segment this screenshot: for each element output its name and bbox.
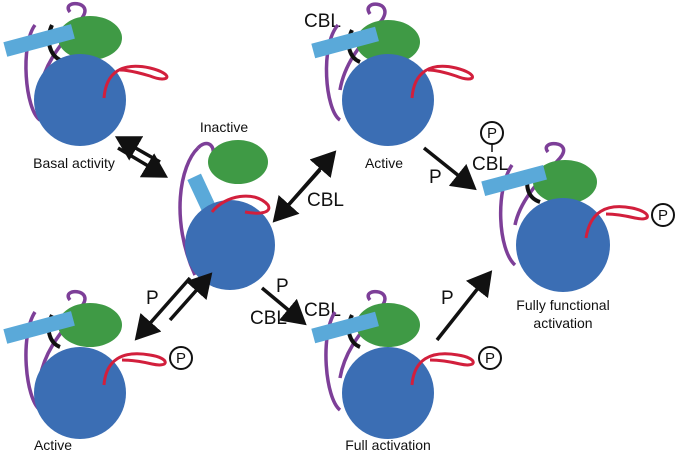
molecule-active-bottom: P Active <box>3 289 193 453</box>
light-blue-bar <box>311 311 379 344</box>
light-blue-bar <box>481 164 547 197</box>
molecule-basal: Basal activity <box>3 1 169 171</box>
molecule-active-top: CBL Active <box>304 2 474 171</box>
arrow-from-active-top <box>272 168 322 223</box>
cbl-arrow-label: CBL <box>250 308 287 329</box>
phospho-label: P <box>176 350 186 367</box>
label-active-bottom: Active <box>34 437 72 453</box>
purple-linker <box>513 141 566 226</box>
p-arrow-label: P <box>276 276 289 297</box>
p-arrow-label: P <box>441 288 454 309</box>
cbl-arrow-label: CBL <box>307 190 344 211</box>
arrow-labels: CBL P P P CBL P <box>146 167 454 329</box>
label-fully-functional-2: activation <box>533 315 592 331</box>
green-domain <box>58 303 122 347</box>
p-arrow-label: P <box>429 167 442 188</box>
red-loop <box>102 352 167 386</box>
phospho-circle <box>651 203 675 227</box>
blue-domain <box>185 200 275 290</box>
blue-domain <box>342 54 434 146</box>
light-blue-bar <box>3 24 75 57</box>
label-full-activation: Full activation <box>345 437 431 453</box>
arrows <box>114 136 493 342</box>
light-blue-bar <box>311 26 379 59</box>
phospho-circle <box>169 346 193 370</box>
label-active-top: Active <box>365 155 403 171</box>
blue-domain <box>516 198 610 292</box>
molecule-fully-functional: P CBL P Fully functional activation <box>472 121 675 331</box>
label-inactive: Inactive <box>200 119 248 135</box>
label-basal: Basal activity <box>33 155 115 171</box>
label-fully-functional-1: Fully functional <box>516 297 609 313</box>
molecule-inactive: Inactive <box>178 119 275 290</box>
red-loop <box>102 64 169 99</box>
phospho-label: P <box>485 350 495 367</box>
purple-linker <box>338 2 387 91</box>
arrow-to-inactive <box>117 146 169 178</box>
arrow-to-full-activation <box>260 286 307 326</box>
arrow-full-to-fully-functional <box>435 270 493 342</box>
green-domain <box>58 16 122 60</box>
green-domain <box>533 160 597 204</box>
red-loop <box>410 64 474 99</box>
arrow-from-active-bottom <box>168 272 213 322</box>
light-blue-bar <box>3 311 75 344</box>
phospho-circle <box>478 346 502 370</box>
arrow-active-to-fully-functional <box>422 146 477 191</box>
phospho-label: P <box>487 125 497 142</box>
p-arrow-label: P <box>146 288 159 309</box>
molecule-full-activation: CBL P Full activation <box>304 289 502 453</box>
blue-domain <box>342 347 434 439</box>
phospho-label: P <box>658 207 668 224</box>
red-loop <box>210 194 271 215</box>
cbl-label: CBL <box>472 154 509 175</box>
cbl-label: CBL <box>304 300 341 321</box>
red-loop <box>584 205 649 239</box>
green-domain <box>208 140 268 184</box>
blue-domain <box>34 54 126 146</box>
arrow-to-active-bottom <box>134 276 192 341</box>
red-loop <box>410 352 475 386</box>
cbl-label: CBL <box>304 11 341 32</box>
blue-domain <box>34 347 126 439</box>
